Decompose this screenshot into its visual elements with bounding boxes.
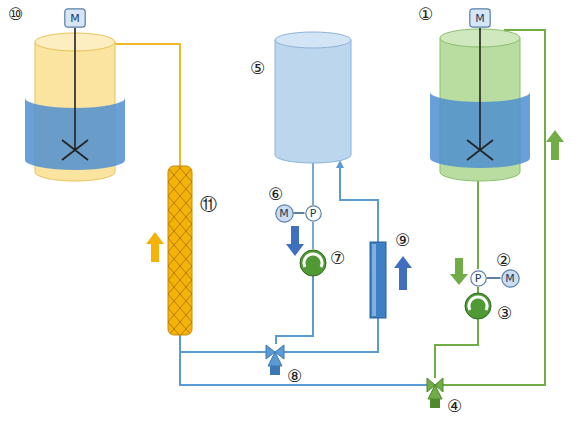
node-text: M <box>505 273 515 284</box>
motor-box: M <box>469 8 491 28</box>
node-text: P <box>475 273 482 284</box>
motor-circle: M <box>275 204 294 223</box>
callout-number: ① <box>418 6 433 23</box>
callout-number: ⑦ <box>330 250 345 267</box>
callout-number: ② <box>496 252 511 269</box>
motor-circle: M <box>501 269 520 288</box>
callout-number: ③ <box>497 305 512 322</box>
motor-shaft-connector <box>294 213 305 214</box>
pump-head-circle: P <box>470 270 487 287</box>
pump-head-circle: P <box>305 205 322 222</box>
callout-number: ⑤ <box>250 60 265 77</box>
motor-box: M <box>64 8 86 28</box>
callout-number: ⑨ <box>395 232 410 249</box>
callout-number: ⑧ <box>287 368 302 385</box>
callout-number: ④ <box>447 398 462 415</box>
node-text: M <box>279 208 289 219</box>
node-text: P <box>310 208 317 219</box>
callout-number: ⑪ <box>200 196 217 213</box>
node-text: M <box>70 13 80 24</box>
callout-number: ⑩ <box>8 6 23 23</box>
node-text: M <box>475 13 485 24</box>
callout-number: ⑥ <box>268 186 283 203</box>
motor-shaft-connector <box>487 278 501 279</box>
